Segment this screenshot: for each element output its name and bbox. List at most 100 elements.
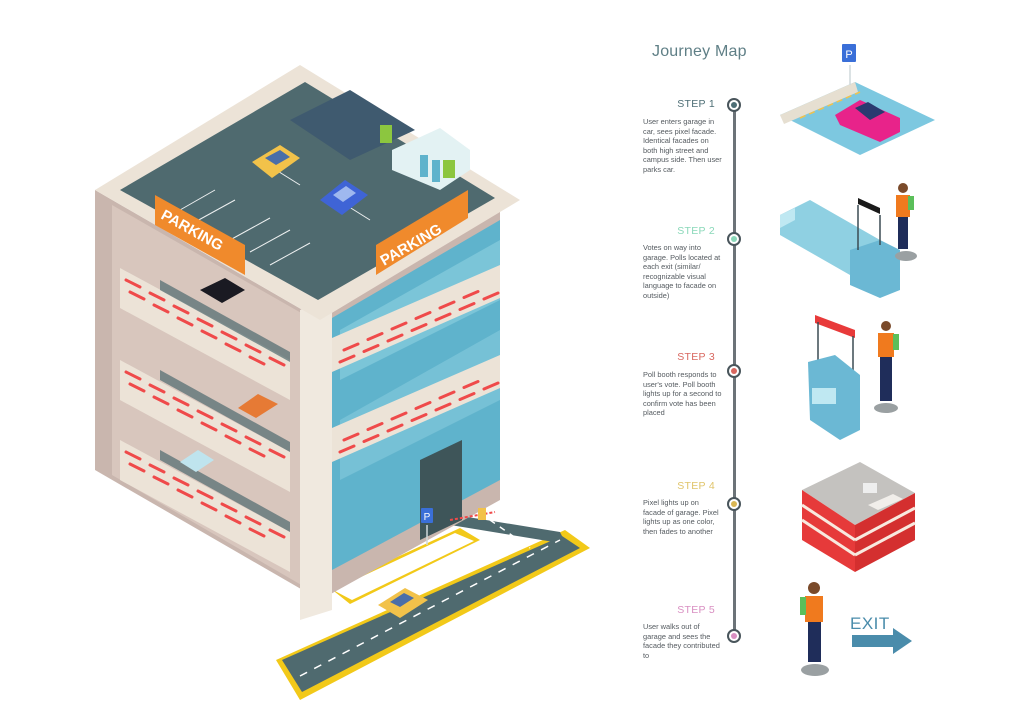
facade-pixel (220, 502, 238, 513)
facade-pixel (152, 475, 170, 486)
facade-pixel (434, 312, 452, 322)
parking-garage: P PARKING PARKING (95, 65, 590, 700)
exit-label: EXIT (850, 614, 890, 633)
timeline-dot (727, 497, 741, 511)
step-description: User walks out of garage and sees the fa… (643, 622, 720, 660)
facade-pixel (362, 344, 380, 353)
poll-counter-icon (780, 198, 900, 298)
journey-map-title: Journey Map (652, 43, 747, 60)
facade-pixel (172, 396, 190, 407)
facade-pixel (196, 489, 214, 500)
facade-pixel (482, 291, 500, 301)
facade-pixel (268, 356, 286, 367)
step-description: Poll booth responds to user's vote. Poll… (643, 370, 722, 418)
facade-pixel (172, 476, 190, 487)
facade-pixel (128, 290, 146, 301)
facade-pixel (224, 434, 242, 445)
facade-pixel (458, 392, 476, 401)
blue-car-icon (320, 180, 368, 215)
facade-pixel (244, 343, 262, 354)
facade-pixel (244, 435, 262, 446)
facade-pixel (414, 401, 432, 410)
timeline-dot (727, 364, 741, 378)
facade-pixel (386, 423, 404, 433)
person-icon (895, 183, 917, 261)
facade-pixel (414, 311, 432, 320)
exit-arrow-icon (852, 628, 912, 654)
facade-pixel (200, 329, 218, 340)
facade-pixel (224, 342, 242, 353)
facade-pixel (462, 290, 480, 299)
facade-pixel (366, 332, 384, 341)
facade-pixel (176, 408, 194, 419)
facade-pixel (128, 462, 146, 473)
facade-pixel (196, 409, 214, 420)
facade-pixel (438, 390, 456, 400)
facade-pixel (410, 323, 428, 332)
step-description: User enters garage in car, sees pixel fa… (643, 117, 722, 174)
black-car-icon (200, 278, 245, 303)
facade-pixel (172, 304, 190, 315)
facade-pixel (438, 300, 456, 310)
facade-pixel (220, 422, 238, 433)
facade-pixel (196, 317, 214, 328)
facade-pixel (124, 450, 142, 461)
road-sign-letter: P (424, 512, 431, 523)
facade-pixel (462, 380, 480, 389)
facade-pixel (176, 316, 194, 327)
barrier-gate-icon (449, 511, 496, 521)
facade-pixel (124, 370, 142, 381)
facade-pixel (338, 444, 356, 454)
facade-pixel (248, 527, 266, 538)
road-taxi-icon (378, 588, 428, 618)
facade-pixel (152, 395, 170, 406)
facade-pixel (390, 411, 408, 421)
facade-pixel (268, 528, 286, 539)
step-label: STEP 2 (677, 225, 715, 237)
facade-pixel (148, 291, 166, 302)
timeline-dot (727, 98, 741, 112)
facade-pixel (220, 330, 238, 341)
white-car-icon (180, 450, 214, 472)
facade-pixel (342, 342, 360, 352)
spot-sign-letter: P (845, 49, 852, 61)
poll-booth-icon (808, 315, 860, 440)
facade-pixel (366, 422, 384, 431)
facade-pixel (342, 432, 360, 442)
step-label: STEP 5 (677, 604, 715, 616)
facade-pixel (152, 303, 170, 314)
facade-pixel (128, 382, 146, 393)
step-label: STEP 3 (677, 351, 715, 363)
step-description: Votes on way into garage. Polls located … (643, 243, 721, 300)
facade-pixel (248, 355, 266, 366)
orange-car-icon (238, 394, 278, 418)
facade-pixel (434, 402, 452, 412)
timeline-dot (727, 232, 741, 246)
parking-spot-car-icon: P (780, 44, 935, 155)
facade-pixel (268, 448, 286, 459)
step-label: STEP 4 (677, 480, 715, 492)
facade-pixel (148, 463, 166, 474)
facade-pixel (124, 278, 142, 289)
person-icon (800, 582, 829, 676)
road-parking-sign-icon (421, 508, 433, 523)
facade-pixel (482, 381, 500, 391)
facade-pixel (386, 333, 404, 343)
facade-pixel (390, 321, 408, 331)
step-description: Pixel lights up on facade of garage. Pix… (643, 498, 719, 536)
facade-pixel (362, 434, 380, 443)
facade-pixel (176, 488, 194, 499)
facade-pixel (200, 501, 218, 512)
facade-pixel (248, 447, 266, 458)
facade-pixel (338, 354, 356, 364)
facade-pixel (244, 515, 262, 526)
taxi-car-icon (252, 145, 300, 178)
lit-garage-icon (801, 462, 916, 572)
facade-pixel (410, 413, 428, 422)
facade-pixel (224, 514, 242, 525)
facade-pixel (148, 383, 166, 394)
facade-pixel (200, 421, 218, 432)
entrance-road (276, 506, 590, 700)
person-icon (874, 321, 899, 413)
